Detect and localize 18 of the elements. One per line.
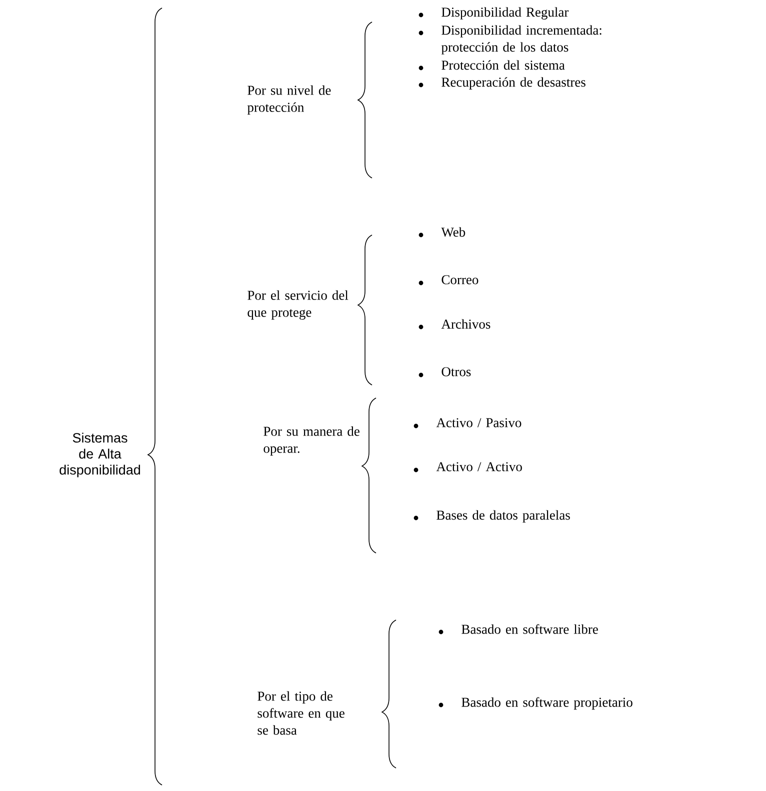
list-item: Recuperación de desastres [442,77,586,90]
list-item: Activo / Pasivo [436,418,522,428]
category-label: Por el servicio del que protege [248,290,348,320]
root-label: Sistemas de Alta disponibilidad [60,432,140,478]
category-label: Por su manera de operar. [264,426,360,456]
list-item: Correo [442,275,478,284]
list-item: Protección del sistema [442,60,565,70]
list-item: Archivos [441,319,490,329]
list-item: Basado en software propietario [462,697,632,710]
list-item: Activo / Activo [436,462,522,472]
list-item: Disponibilidad incrementada: protección de los datos [441,25,602,54]
list-item: Web [441,227,466,237]
category-label: Por el tipo de software en que se basa [258,691,344,735]
list-item: Bases de datos paralelas [436,510,570,522]
list-item: Basado en software libre [462,624,598,634]
category-label: Por su nivel de protección [247,85,331,115]
list-item: Otros [442,367,471,376]
list-item: Disponibilidad Regular [442,7,569,20]
